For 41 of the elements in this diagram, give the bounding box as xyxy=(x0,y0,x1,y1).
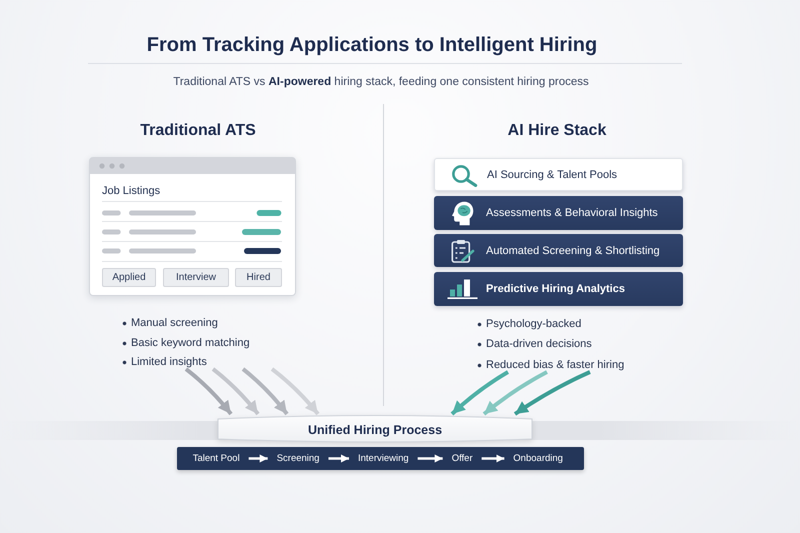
window-title: Job Listings xyxy=(102,184,160,198)
curved-arrow xyxy=(212,367,260,416)
curved-arrow xyxy=(514,370,591,416)
arrow xyxy=(328,454,349,462)
column-heading: Traditional ATS xyxy=(140,121,256,141)
arrow xyxy=(418,454,443,462)
stack-card xyxy=(434,234,683,267)
step-label: Onboarding xyxy=(504,447,572,470)
curved-arrow xyxy=(270,367,320,416)
process-bar xyxy=(177,447,584,470)
app-window xyxy=(89,157,296,296)
bullet-item: Manual screening xyxy=(122,316,218,330)
stack-card xyxy=(434,272,683,306)
bullet-item: Limited insights xyxy=(122,355,207,369)
subtitle: Traditional ATS vs AI-powered hiring stack, feeding one consistent hiring process xyxy=(173,75,589,89)
step-label: Offer xyxy=(442,447,482,470)
bullet-item: Psychology-backed xyxy=(477,317,582,331)
curved-arrow xyxy=(242,367,289,416)
card-label: Predictive Hiring Analytics xyxy=(486,282,625,296)
status-button: Applied xyxy=(102,268,156,287)
curved-arrow xyxy=(184,367,233,416)
card-label: AI Sourcing & Talent Pools xyxy=(487,168,618,182)
step-label: Talent Pool xyxy=(184,447,249,470)
status-button: Interview xyxy=(163,268,229,287)
bullet-item: Reduced bias & faster hiring xyxy=(477,358,624,372)
status-button: Hired xyxy=(235,268,282,287)
card-label: Automated Screening & Shortlisting xyxy=(486,244,660,258)
title: From Tracking Applications to Intelligent Hiring xyxy=(146,33,598,57)
card-label: Assessments & Behavioral Insights xyxy=(486,206,658,220)
process-banner xyxy=(217,414,533,444)
curved-arrow xyxy=(482,370,548,416)
arrow xyxy=(482,454,504,462)
banner-label: Unified Hiring Process xyxy=(308,422,442,438)
stack-card xyxy=(434,196,683,230)
step-label: Interviewing xyxy=(349,447,418,470)
step-label: Screening xyxy=(268,447,328,470)
stack-card xyxy=(434,158,683,191)
curved-arrow xyxy=(450,370,510,416)
bullet-item: Basic keyword matching xyxy=(122,336,250,350)
column-heading: AI Hire Stack xyxy=(508,121,606,141)
arrow xyxy=(248,454,268,462)
